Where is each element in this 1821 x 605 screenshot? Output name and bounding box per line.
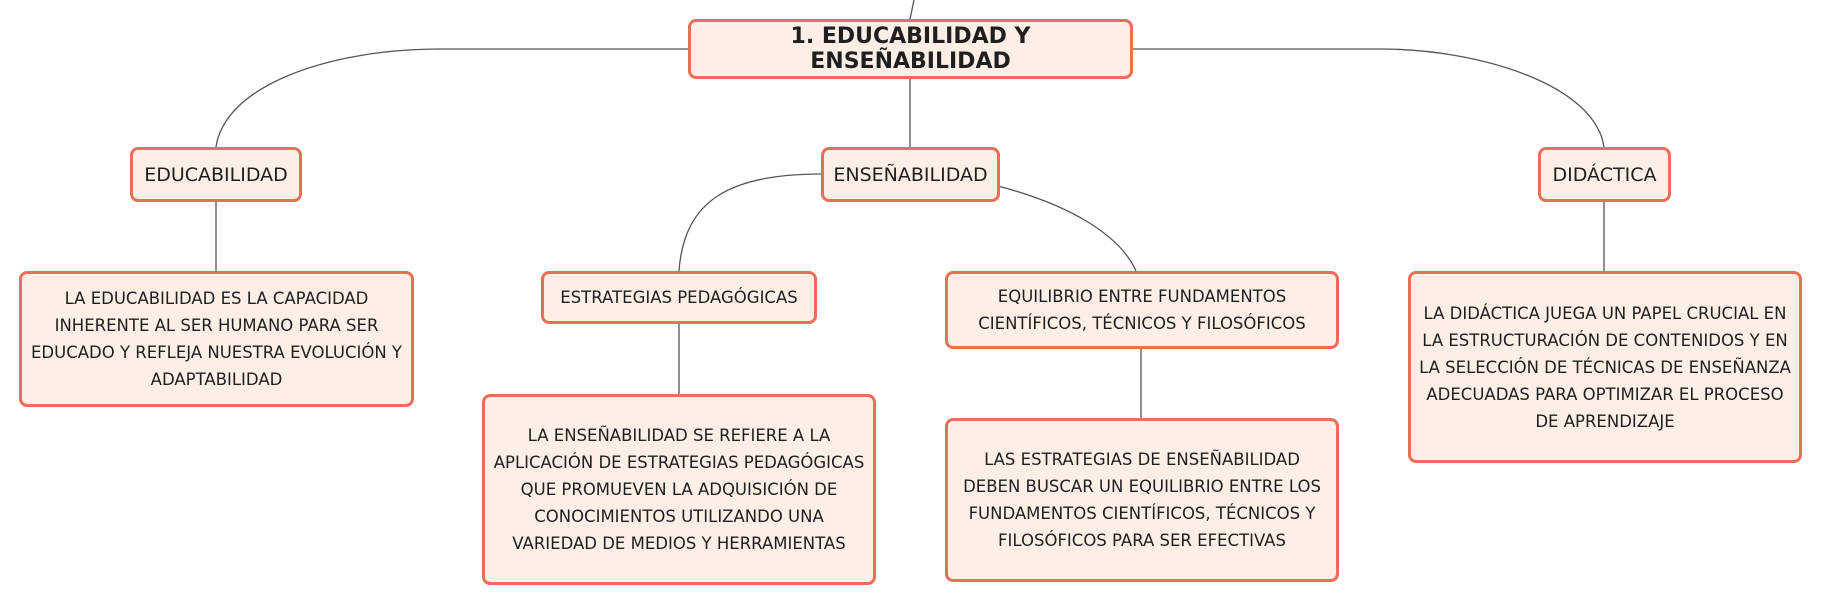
subtopic-estrategias-description[interactable]: LA ENSEÑABILIDAD SE REFIERE A LA APLICAC… — [482, 394, 876, 585]
subtopic-educabilidad-description[interactable]: LA EDUCABILIDAD ES LA CAPACIDAD INHERENT… — [19, 271, 414, 407]
root-node-label: 1. EDUCABILIDAD Y ENSEÑABILIDAD — [790, 24, 1031, 74]
connector-root-to-didactica — [1133, 48, 1605, 148]
subtopic-didactica-description-text: LA DIDÁCTICA JUEGA UN PAPEL CRUCIAL EN L… — [1419, 303, 1791, 431]
topic-ensenabilidad[interactable]: ENSEÑABILIDAD — [821, 147, 1000, 202]
topic-educabilidad-label: EDUCABILIDAD — [144, 163, 288, 186]
subtopic-equilibrio-description-text: LAS ESTRATEGIAS DE ENSEÑABILIDAD DEBEN B… — [963, 450, 1321, 550]
subtopic-equilibrio[interactable]: EQUILIBRIO ENTRE FUNDAMENTOS CIENTÍFICOS… — [945, 271, 1339, 349]
root-node[interactable]: 1. EDUCABILIDAD Y ENSEÑABILIDAD — [688, 19, 1133, 79]
subtopic-equilibrio-label: EQUILIBRIO ENTRE FUNDAMENTOS CIENTÍFICOS… — [978, 287, 1306, 333]
connector-root-to-educabilidad — [215, 48, 688, 148]
subtopic-estrategias-pedagogicas[interactable]: ESTRATEGIAS PEDAGÓGICAS — [541, 271, 817, 324]
connector-ensenabilidad-to-estrategias — [678, 173, 822, 272]
subtopic-didactica-description[interactable]: LA DIDÁCTICA JUEGA UN PAPEL CRUCIAL EN L… — [1408, 271, 1802, 463]
topic-educabilidad[interactable]: EDUCABILIDAD — [130, 147, 302, 202]
subtopic-estrategias-pedagogicas-label: ESTRATEGIAS PEDAGÓGICAS — [560, 288, 798, 307]
subtopic-estrategias-description-text: LA ENSEÑABILIDAD SE REFIERE A LA APLICAC… — [493, 426, 865, 553]
topic-ensenabilidad-label: ENSEÑABILIDAD — [833, 163, 988, 186]
connector-ensenabilidad-to-equilibrio — [997, 185, 1137, 272]
topic-didactica[interactable]: DIDÁCTICA — [1538, 147, 1671, 202]
connector-root-incoming — [909, 0, 915, 20]
subtopic-equilibrio-description[interactable]: LAS ESTRATEGIAS DE ENSEÑABILIDAD DEBEN B… — [945, 418, 1339, 582]
subtopic-educabilidad-description-text: LA EDUCABILIDAD ES LA CAPACIDAD INHERENT… — [30, 289, 402, 389]
topic-didactica-label: DIDÁCTICA — [1552, 163, 1657, 186]
